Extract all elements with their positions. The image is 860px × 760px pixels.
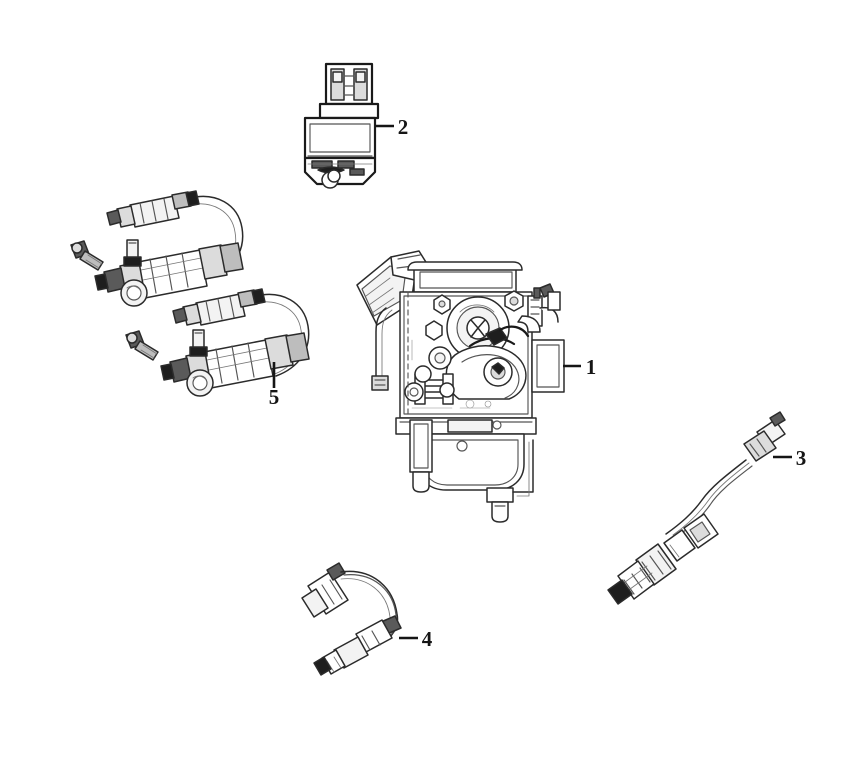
callout-4-label: 4 bbox=[422, 627, 433, 651]
callout-4[interactable]: 4 bbox=[399, 627, 433, 651]
callout-5[interactable]: 5 bbox=[269, 362, 280, 409]
ignition-coil-module[interactable] bbox=[303, 62, 380, 189]
fuel-injector-set[interactable] bbox=[70, 190, 310, 397]
callout-1[interactable]: 1 bbox=[563, 355, 596, 379]
oxygen-sensor[interactable] bbox=[607, 411, 786, 605]
carburetor-assembly[interactable] bbox=[356, 250, 565, 523]
spark-plug-cap-lead[interactable] bbox=[301, 562, 402, 676]
callout-2[interactable]: 2 bbox=[375, 115, 408, 139]
callout-3-label: 3 bbox=[796, 446, 807, 470]
callout-1-label: 1 bbox=[586, 355, 597, 379]
fuel-injector-upper[interactable] bbox=[70, 190, 244, 307]
fuel-injector-lower[interactable] bbox=[125, 288, 310, 397]
callout-5-label: 5 bbox=[269, 385, 280, 409]
callout-2-label: 2 bbox=[398, 115, 409, 139]
callout-3[interactable]: 3 bbox=[773, 446, 806, 470]
